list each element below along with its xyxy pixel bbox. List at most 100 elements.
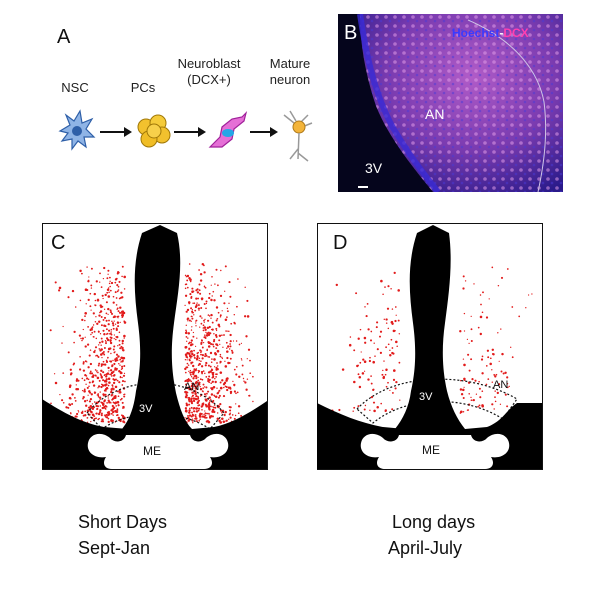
cell-dot xyxy=(111,393,113,396)
cell-dot xyxy=(385,318,388,321)
cell-dot xyxy=(485,365,488,367)
cell-dot xyxy=(197,371,200,374)
cell-dot xyxy=(80,337,82,340)
cell-dot xyxy=(202,391,204,393)
cell-dot xyxy=(111,322,115,325)
cell-dot xyxy=(117,317,119,319)
cell-dot xyxy=(115,304,118,306)
cell-dot xyxy=(376,405,379,409)
cell-dot xyxy=(215,335,218,338)
cell-dot xyxy=(193,349,195,352)
cell-dot xyxy=(184,287,187,290)
cell-dot xyxy=(122,349,124,352)
cell-dot xyxy=(218,334,222,338)
cell-dot xyxy=(233,384,236,387)
cell-dot xyxy=(219,362,221,364)
cell-dot xyxy=(468,369,471,372)
cell-dot xyxy=(198,407,200,410)
cell-dot xyxy=(195,410,198,413)
cell-dot xyxy=(190,295,193,298)
cell-dot xyxy=(474,379,477,382)
cell-dot xyxy=(225,419,228,422)
cell-dot xyxy=(360,351,362,353)
cell-dot xyxy=(198,359,200,362)
cell-dot xyxy=(97,393,100,395)
caption-long-days-months: April-July xyxy=(388,538,463,558)
cell-dot xyxy=(192,383,195,386)
cell-dot xyxy=(229,387,232,390)
cell-dot xyxy=(470,399,473,401)
cell-dot xyxy=(214,377,216,380)
cell-dot xyxy=(121,275,123,278)
cell-dot xyxy=(194,414,197,416)
cell-dot xyxy=(359,361,362,364)
cell-dot xyxy=(370,375,372,377)
cell-dot xyxy=(189,278,192,281)
cell-dot xyxy=(220,421,222,424)
cell-dot xyxy=(186,356,189,359)
cell-dot xyxy=(92,384,96,387)
cell-dot xyxy=(381,373,384,376)
cell-dot xyxy=(359,328,362,331)
cell-dot xyxy=(188,379,191,382)
cell-dot xyxy=(107,351,109,353)
cell-dot xyxy=(208,396,211,399)
cell-dot xyxy=(86,399,89,402)
cell-dot xyxy=(204,318,206,321)
cell-dot xyxy=(382,293,384,296)
cell-dot xyxy=(96,376,100,380)
cell-dot xyxy=(201,409,203,411)
cell-dot xyxy=(230,349,233,352)
cell-dot xyxy=(482,291,484,294)
cell-dot xyxy=(118,311,121,314)
cell-dot xyxy=(393,271,396,275)
cell-dot xyxy=(117,355,120,358)
cell-dot xyxy=(243,315,247,318)
cell-dot xyxy=(479,396,482,399)
cell-dot xyxy=(92,324,95,326)
cell-dot xyxy=(397,319,400,322)
cell-dot xyxy=(105,312,108,315)
cell-dot xyxy=(194,415,197,418)
cell-dot xyxy=(212,343,214,346)
cell-dot xyxy=(112,348,115,351)
cell-dot xyxy=(102,277,105,280)
cell-dot xyxy=(122,407,124,409)
cell-dot xyxy=(100,344,102,346)
cell-dot xyxy=(90,333,92,336)
cell-dot xyxy=(121,313,124,316)
cell-dot xyxy=(102,350,105,353)
cell-dot xyxy=(82,361,85,364)
cell-dot xyxy=(107,372,110,375)
cell-dot xyxy=(119,347,122,350)
cell-dot xyxy=(115,336,117,338)
cell-dot xyxy=(83,400,87,403)
cell-dot xyxy=(206,412,208,415)
cell-dot xyxy=(195,398,198,401)
cell-dot xyxy=(487,356,490,359)
cell-dot xyxy=(213,358,216,361)
cell-dot xyxy=(192,399,196,403)
cell-dot xyxy=(89,292,92,295)
cell-dot xyxy=(491,266,494,269)
cell-dot xyxy=(90,287,93,289)
cell-dot xyxy=(53,373,56,375)
stage-label-neuroblast: Neuroblast (DCX+) xyxy=(177,56,241,87)
cell-dot xyxy=(227,345,230,348)
cell-dot xyxy=(89,328,92,332)
cell-dot xyxy=(116,321,120,325)
cell-dot xyxy=(460,393,464,396)
cell-dot xyxy=(462,358,465,360)
cell-dot xyxy=(106,291,109,294)
cell-dot xyxy=(384,409,388,412)
cell-dot xyxy=(119,370,122,373)
cell-dot xyxy=(188,263,191,265)
cell-dot xyxy=(199,279,203,282)
cell-dot xyxy=(389,389,391,392)
cell-dot xyxy=(123,320,126,323)
cell-dot xyxy=(222,395,226,398)
cell-dot xyxy=(69,403,72,407)
cell-dot xyxy=(115,328,118,332)
cell-dot xyxy=(107,417,110,420)
cell-dot xyxy=(199,418,201,420)
